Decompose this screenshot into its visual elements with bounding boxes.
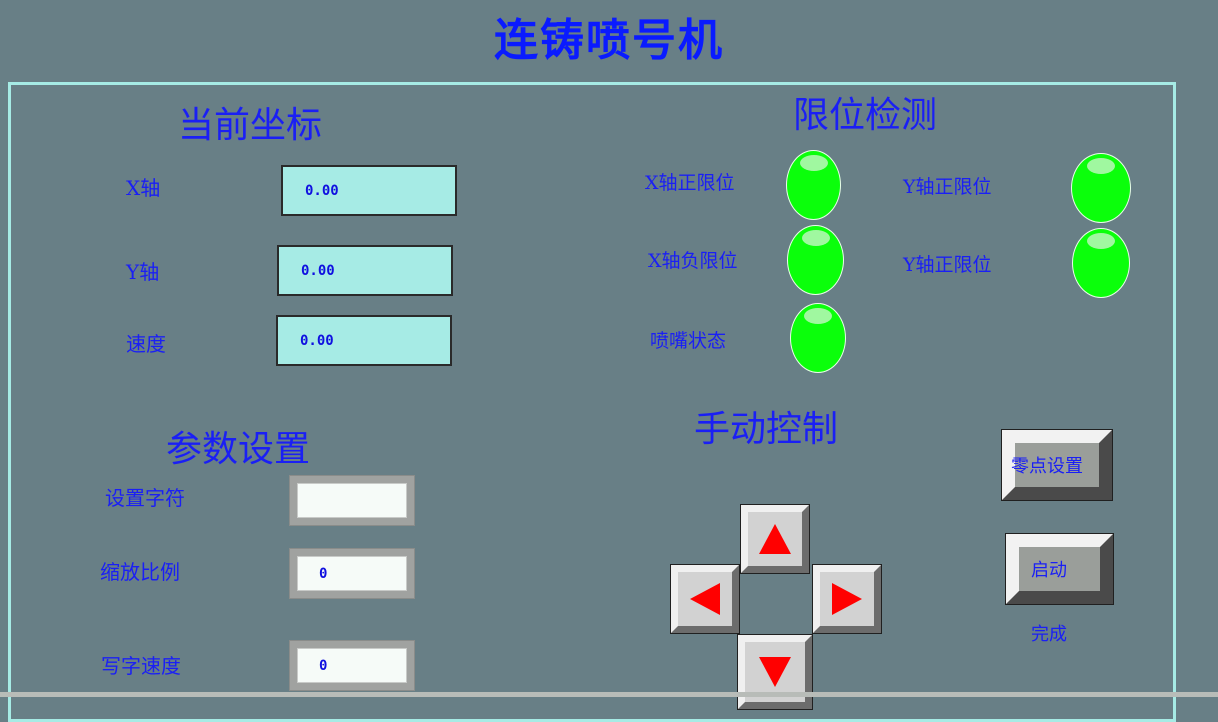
y-positive-limit-2-lamp xyxy=(1072,228,1130,298)
move-down-button[interactable] xyxy=(737,634,813,710)
limits-title: 限位检测 xyxy=(793,95,938,136)
scale-ratio-input[interactable]: 0 xyxy=(290,549,414,598)
params-title: 参数设置 xyxy=(166,429,311,470)
x-axis-value: 0.00 xyxy=(281,165,457,216)
move-left-button[interactable] xyxy=(670,564,740,634)
arrow-right-icon xyxy=(832,583,862,615)
x-positive-limit-label: X轴正限位 xyxy=(645,172,735,194)
y-positive-limit-lamp xyxy=(1071,153,1131,223)
zero-setting-label: 零点设置 xyxy=(1011,456,1083,477)
speed-label: 速度 xyxy=(126,332,166,356)
arrow-up-icon xyxy=(759,524,791,554)
start-button[interactable]: 启动 xyxy=(1005,533,1114,605)
scale-ratio-label: 缩放比例 xyxy=(100,560,180,584)
nozzle-status-label: 喷嘴状态 xyxy=(650,330,727,352)
x-axis-label: X轴 xyxy=(126,176,161,200)
nozzle-status-lamp xyxy=(790,303,846,373)
speed-value: 0.00 xyxy=(276,315,452,366)
x-negative-limit-lamp xyxy=(787,225,844,295)
move-up-button[interactable] xyxy=(740,504,810,574)
main-frame xyxy=(8,82,1176,722)
x-negative-limit-label: X轴负限位 xyxy=(648,250,738,272)
write-speed-input[interactable]: 0 xyxy=(290,641,414,690)
manual-title: 手动控制 xyxy=(694,409,839,450)
y-positive-limit-2-label: Y轴正限位 xyxy=(903,254,992,276)
set-character-input[interactable] xyxy=(290,476,414,525)
bottom-status-bar xyxy=(0,692,1218,697)
y-axis-value: 0.00 xyxy=(277,245,453,296)
app-title: 连铸喷号机 xyxy=(494,15,724,66)
arrow-down-icon xyxy=(759,657,791,687)
write-speed-label: 写字速度 xyxy=(101,654,181,678)
zero-setting-button[interactable]: 零点设置 xyxy=(1001,429,1113,501)
coordinates-title: 当前坐标 xyxy=(178,105,323,146)
start-label: 启动 xyxy=(1031,560,1067,581)
move-right-button[interactable] xyxy=(812,564,882,634)
y-axis-label: Y轴 xyxy=(126,260,160,284)
status-text: 完成 xyxy=(1031,624,1067,645)
arrow-left-icon xyxy=(690,583,720,615)
set-character-label: 设置字符 xyxy=(105,486,185,510)
y-positive-limit-label: Y轴正限位 xyxy=(903,176,992,198)
x-positive-limit-lamp xyxy=(786,150,841,220)
